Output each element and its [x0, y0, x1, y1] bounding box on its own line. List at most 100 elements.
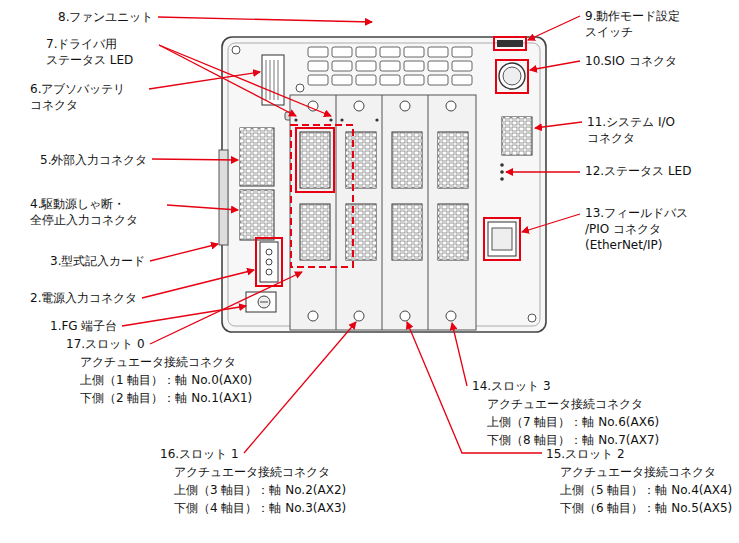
left-connectors [274, 60, 275, 100]
right-connectors [488, 40, 532, 256]
callout-label: 15.スロット 2 [546, 446, 625, 462]
left-connectors [270, 60, 271, 100]
left-connectors [219, 150, 228, 245]
leader-lines [535, 122, 582, 128]
leader-lines [528, 16, 580, 40]
highlight-frames [484, 218, 520, 260]
leader-lines [159, 45, 296, 116]
left-connectors [260, 242, 278, 282]
leader-lines [244, 322, 356, 453]
slots [346, 132, 376, 188]
leader-lines [158, 17, 372, 22]
slots [438, 204, 468, 260]
callout-label: アクチュエータ接続コネクタ [174, 464, 330, 480]
callout-label: 17.スロット 0 [66, 336, 145, 352]
slots [300, 204, 330, 260]
slots [446, 101, 456, 111]
callout-label: 下側（8 軸目）：軸 No.7(AX7) [487, 432, 659, 448]
right-connectors [497, 40, 523, 47]
right-connectors [500, 177, 504, 181]
leader-lines [122, 306, 246, 326]
leader-lines [122, 16, 582, 453]
callout-label: 11.システム I/O コネクタ [587, 114, 699, 146]
slots [382, 95, 383, 330]
left-connectors [240, 190, 274, 240]
left-connectors [240, 128, 274, 186]
slots [446, 311, 456, 321]
slots [300, 204, 330, 260]
fan-unit [306, 45, 474, 87]
slots [438, 132, 468, 188]
left-connectors [240, 190, 274, 240]
callout-label: 6.アブソバッテリ コネクタ [30, 81, 144, 113]
highlight-frames [256, 238, 282, 286]
callout-label: 10.SIO コネクタ [585, 53, 677, 69]
right-connectors [499, 63, 525, 89]
callout-label: アクチュエータ接続コネクタ [80, 354, 236, 370]
slots [375, 118, 378, 121]
slots [336, 95, 337, 330]
slots [438, 132, 468, 188]
callout-label: 上側（5 軸目）：軸 No.4(AX4) [560, 482, 732, 498]
callout-label: アクチュエータ接続コネクタ [487, 396, 643, 412]
callout-label: 14.スロット 3 [472, 378, 551, 394]
leader-lines [159, 45, 331, 116]
left-connectors [266, 249, 272, 255]
right-connectors [488, 222, 516, 256]
slots [354, 101, 364, 111]
slots [346, 204, 376, 260]
callout-label: 上側（3 軸目）：軸 No.2(AX2) [174, 482, 346, 498]
housing [222, 37, 546, 332]
slots [438, 204, 468, 260]
slots [392, 132, 422, 188]
callout-label: 上側（7 軸目）：軸 No.6(AX6) [487, 414, 659, 430]
right-connectors [500, 170, 504, 174]
leader-lines [167, 205, 238, 210]
callout-label: 9.動作モード設定 スイッチ [585, 8, 689, 40]
housing [232, 46, 240, 54]
right-connectors [502, 117, 532, 155]
callout-label: 下側（2 軸目）：軸 No.1(AX1) [80, 390, 252, 406]
slots [294, 118, 297, 121]
slots [392, 132, 422, 188]
fan-unit [306, 45, 474, 87]
leader-lines [149, 72, 260, 89]
highlight-frames [256, 37, 528, 286]
slots [346, 204, 376, 260]
callout-label: 12.ステータス LED [585, 163, 691, 179]
leader-lines [152, 159, 238, 160]
callout-label: 16.スロット 1 [160, 446, 239, 462]
callout-label: アクチュエータ接続コネクタ [560, 464, 716, 480]
slots [428, 95, 429, 330]
callout-label: 4.駆動源しゃ断・ 全停止入力コネクタ [30, 196, 162, 228]
right-connectors [502, 117, 532, 155]
leader-lines [150, 244, 218, 261]
callout-label: 下側（4 軸目）：軸 No.3(AX3) [174, 500, 346, 516]
slots [290, 95, 476, 330]
left-connectors [266, 269, 272, 275]
slots [346, 132, 376, 188]
housing [296, 84, 304, 92]
callout-label: 13.フィールドバス /PIO コネクタ (EtherNet/IP) [585, 205, 707, 254]
highlight-frames [296, 128, 334, 192]
left-connectors [240, 128, 274, 186]
leader-lines [530, 61, 580, 70]
left-connectors [258, 296, 270, 308]
callout-label: 5.外部入力コネクタ [40, 152, 147, 168]
slots [400, 101, 410, 111]
slots [340, 118, 343, 121]
slots [300, 132, 330, 188]
slots [300, 132, 330, 188]
left-connectors [266, 259, 272, 265]
callout-label: 8.ファンユニット [58, 9, 153, 25]
housing [222, 37, 546, 332]
leader-lines [522, 214, 580, 232]
callout-label: 7.ドライバ用 ステータス LED [46, 36, 154, 68]
slots [392, 204, 422, 260]
slots [392, 204, 422, 260]
highlight-frames [496, 60, 528, 93]
leader-lines [142, 270, 254, 298]
callout-label: 2.電源入力コネクタ [30, 290, 137, 306]
